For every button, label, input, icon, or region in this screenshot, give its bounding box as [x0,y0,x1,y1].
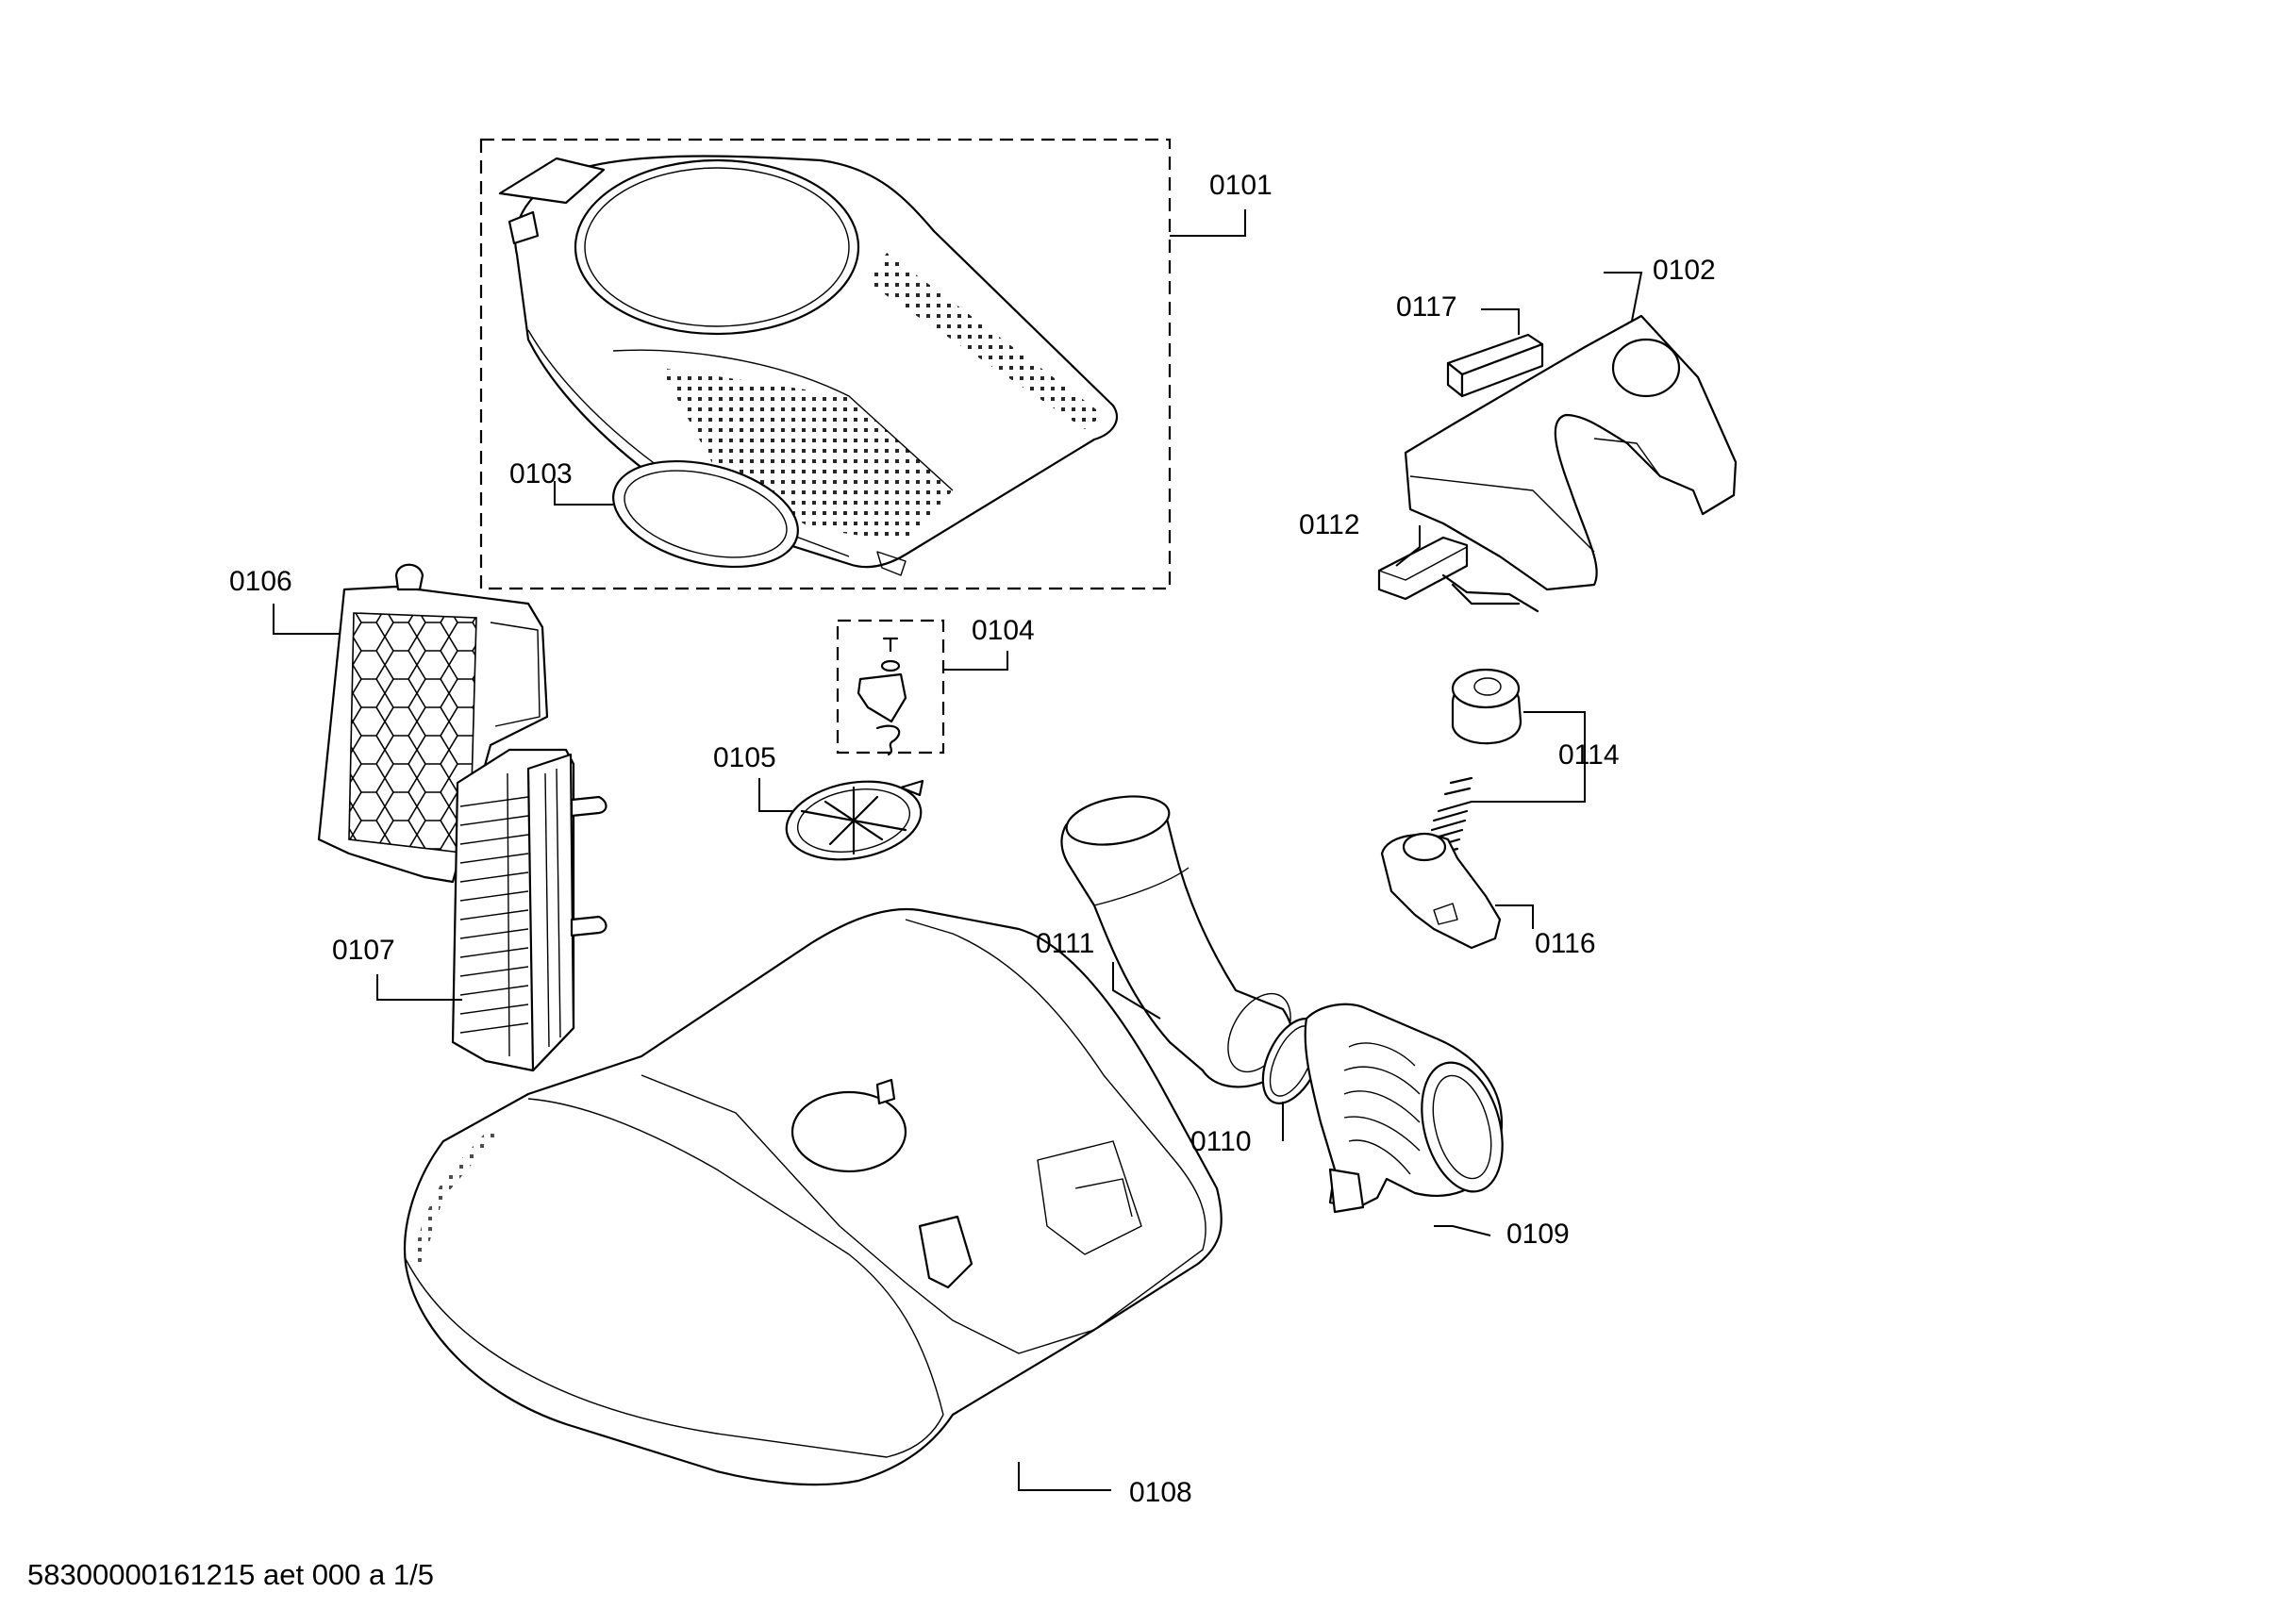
valve-disk [785,779,924,861]
clip-part [1446,333,1544,398]
document-footer-id: 58300000161215 aet 000 a 1/5 [27,1558,434,1591]
label-0109: 0109 [1506,1219,1570,1250]
pleated-filter [451,748,607,1072]
label-0110: 0110 [1190,1126,1252,1157]
filter-frame [317,563,549,884]
main-housing [404,908,1223,1486]
motor-bracket [1404,314,1738,591]
lid-cover [498,155,1119,576]
label-0101: 0101 [1209,170,1273,201]
motor-seat [790,1090,907,1173]
label-0103: 0103 [509,458,573,489]
seal-ring [612,459,799,569]
label-0104: 0104 [972,615,1035,646]
label-0112: 0112 [1299,509,1360,540]
switch-part [1377,536,1539,613]
label-0116: 0116 [1535,928,1596,959]
cup-part [918,1215,973,1289]
bracket-hole [1611,338,1681,398]
lid-window [574,158,860,336]
frame-tab [394,563,424,591]
label-0111: 0111 [1036,928,1094,959]
holder-part [1380,832,1502,950]
bellows-connector [1304,1003,1504,1214]
hose-part [1060,795,1294,1088]
label-0102: 0102 [1653,255,1716,286]
lid-group-dashed-box [479,138,1172,590]
label-0114: 0114 [1558,739,1620,771]
label-0108: 0108 [1129,1477,1192,1508]
cap-and-spring [1423,668,1522,858]
fastener-group [836,619,945,756]
label-0117: 0117 [1396,291,1457,323]
lid-latch [498,157,606,205]
lid-assembly-group [479,138,1172,590]
part-labels: 0101 0102 0103 0104 0105 0106 0107 0108 … [229,170,1716,1508]
label-0107: 0107 [332,935,395,966]
leader-lines [273,209,1643,1491]
label-0105: 0105 [713,742,776,773]
label-0106: 0106 [229,566,292,597]
